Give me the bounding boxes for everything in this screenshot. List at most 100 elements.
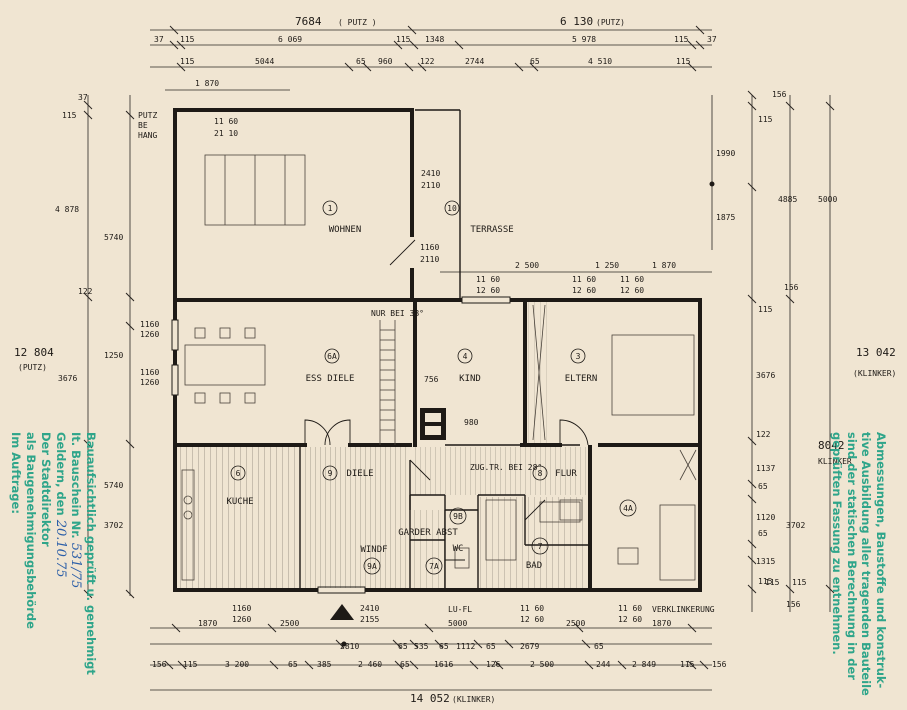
entrance-arrow-icon bbox=[330, 604, 354, 620]
dimension-label: 115 bbox=[180, 35, 195, 44]
dimension-label: 1315 bbox=[756, 557, 775, 566]
dimension-label: 12 60 bbox=[620, 286, 644, 295]
dimension-label: 3 bbox=[576, 352, 581, 361]
room-labels: 1 WOHNEN 10 TERRASSE 6A ESS DIELE 4 KIND… bbox=[226, 200, 637, 575]
dimension-label: HANG bbox=[138, 131, 157, 140]
dimension-label: 11 60 bbox=[214, 117, 238, 126]
structural-note-line: Abmessungen, Baustoffe und konstruk- bbox=[874, 432, 888, 689]
dimension-label: 21 10 bbox=[214, 129, 238, 138]
dimension-label: 9A bbox=[367, 562, 377, 571]
dimension-label: 115 bbox=[758, 577, 773, 586]
dimension-lines bbox=[87, 29, 831, 691]
dimension-label: TERRASSE bbox=[470, 225, 513, 235]
bottom-overall: 14 052 bbox=[410, 692, 450, 705]
top-overall-right-unit: (PUTZ) bbox=[596, 18, 625, 27]
dimension-label: 2500 bbox=[566, 619, 585, 628]
dimension-label: (KLINKER) bbox=[452, 695, 495, 704]
dimension-label: 65 bbox=[398, 642, 408, 651]
dimension-label: 5740 bbox=[104, 233, 123, 242]
dimension-label: 1348 bbox=[425, 35, 444, 44]
dimension-label: 115 bbox=[180, 57, 195, 66]
verklinkerung-note: VERKLINKERUNG bbox=[652, 605, 715, 614]
dimension-label: 65 bbox=[356, 57, 366, 66]
walls bbox=[173, 108, 702, 592]
dimension-label: 385 bbox=[317, 660, 332, 669]
door-swings bbox=[304, 239, 589, 561]
dimension-label: 115 bbox=[674, 35, 689, 44]
dimension-label: 2 460 bbox=[358, 660, 382, 669]
dimension-label: 65 bbox=[288, 660, 298, 669]
dimension-label: 115 bbox=[792, 578, 807, 587]
dimension-label: 4885 bbox=[778, 195, 797, 204]
dimension-label: 2410 bbox=[360, 604, 379, 613]
dimension-label: 115 bbox=[62, 111, 77, 120]
dimension-label: 65 bbox=[486, 642, 496, 651]
dimension-label: 6 bbox=[236, 469, 241, 478]
dimension-label: 3702 bbox=[104, 521, 123, 530]
dimension-label: 1 870 bbox=[195, 79, 219, 88]
survey-point-icon bbox=[709, 181, 715, 187]
dimension-label: ELTERN bbox=[565, 374, 598, 384]
dimension-label: 12 60 bbox=[476, 286, 500, 295]
furniture bbox=[181, 154, 697, 581]
left-overall: 12 804 bbox=[14, 346, 54, 359]
dimension-label: 1875 bbox=[716, 213, 735, 222]
dimension-label: 2744 bbox=[465, 57, 484, 66]
dimension-label: 5044 bbox=[255, 57, 274, 66]
dimension-label: 2155 bbox=[360, 615, 379, 624]
dimension-label: 5740 bbox=[104, 481, 123, 490]
dimension-label: 3676 bbox=[58, 374, 77, 383]
survey-point-icon bbox=[341, 641, 347, 647]
dimension-label: 9B bbox=[453, 512, 463, 521]
dimension-label: 1 870 bbox=[652, 261, 676, 270]
dimension-label: 65 bbox=[530, 57, 540, 66]
dimension-label: ZUG.TR. BEI 28° bbox=[470, 463, 542, 472]
top-overall-left-unit: ( PUTZ ) bbox=[338, 18, 377, 27]
dimension-label: 115 bbox=[396, 35, 411, 44]
dimension-label: 2810 bbox=[340, 642, 359, 651]
dimension-label: 1250 bbox=[104, 351, 123, 360]
dimension-label: 244 bbox=[596, 660, 611, 669]
dimension-label: 12 60 bbox=[520, 615, 544, 624]
dimension-label: 1160 bbox=[232, 604, 251, 613]
dimension-label: 4 510 bbox=[588, 57, 612, 66]
stamp-line-authority: als Baugenehmigungsbehörde bbox=[24, 432, 38, 629]
dimension-label: BAD bbox=[526, 561, 542, 571]
dimension-label: 1137 bbox=[756, 464, 775, 473]
dimension-label: 1616 bbox=[434, 660, 453, 669]
dimension-ticks bbox=[83, 25, 835, 670]
dimension-label: 115 bbox=[676, 57, 691, 66]
dimension-label: 11 60 bbox=[618, 604, 642, 613]
stamp-line-approved: Bauaufsichtlich geprüft u. genehmigt bbox=[84, 432, 98, 675]
dimension-label: 6A bbox=[327, 352, 337, 361]
drawing-text: 7684 ( PUTZ ) 6 130 (PUTZ) 37 115 6 069 … bbox=[14, 15, 896, 705]
structural-note-line: geprüften Fassung zu entnehmen. bbox=[830, 432, 845, 655]
stamp-bauschein-label: It. Bauschein Nr. bbox=[69, 432, 83, 539]
dimension-label: 2 500 bbox=[515, 261, 539, 270]
dimension-label: 2410 bbox=[421, 169, 440, 178]
dimension-label: 5000 bbox=[818, 195, 837, 204]
dimension-label: 115 bbox=[758, 305, 773, 314]
stamp-bauschein-number: 531/75 bbox=[68, 542, 83, 589]
dimension-label: 1120 bbox=[756, 513, 775, 522]
approval-stamp: Bauaufsichtlich geprüft u. genehmigt It.… bbox=[8, 432, 98, 675]
dimension-label: FLUR bbox=[555, 469, 577, 479]
dimension-label: 37 bbox=[154, 35, 164, 44]
dimension-label: 65 bbox=[439, 642, 449, 651]
lu-fl-note: LU-FL bbox=[448, 605, 472, 614]
dimension-label: 1 bbox=[328, 204, 333, 213]
dimension-label: 37 bbox=[78, 93, 88, 102]
dimension-label: 960 bbox=[378, 57, 393, 66]
dimension-label: 8042 bbox=[818, 439, 845, 452]
dimension-label: 65 bbox=[758, 482, 768, 491]
dimension-label: 11 60 bbox=[520, 604, 544, 613]
dimension-label: 2110 bbox=[420, 255, 439, 264]
dimension-label: DIELE bbox=[346, 469, 373, 479]
dimension-label: 4 878 bbox=[55, 205, 79, 214]
dimension-label: 126 bbox=[486, 660, 501, 669]
dimension-label: 156 bbox=[712, 660, 727, 669]
dimension-label: BE bbox=[138, 121, 148, 130]
dimension-label: 5000 bbox=[448, 619, 467, 628]
dimension-label: 4A bbox=[623, 504, 633, 513]
